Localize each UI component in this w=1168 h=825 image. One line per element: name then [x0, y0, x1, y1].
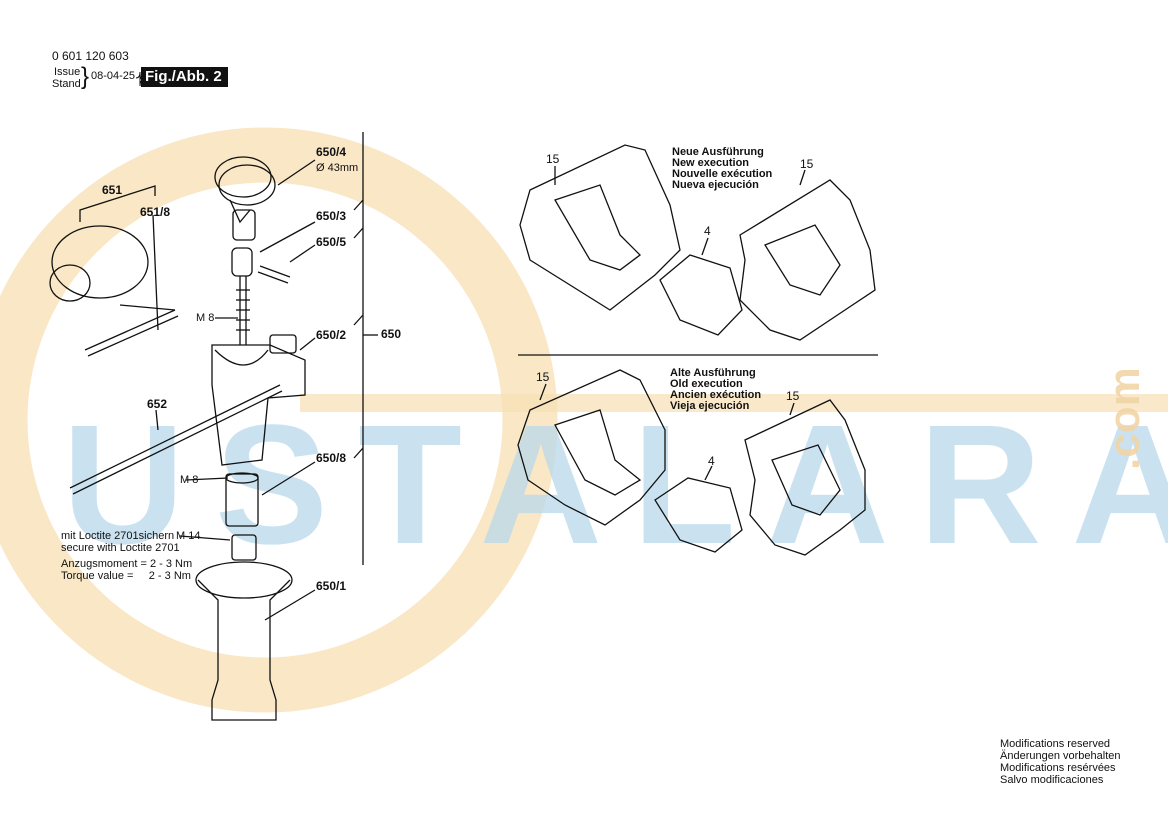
label-650-5: 650/5: [316, 235, 347, 249]
old-exec-en: Old execution: [670, 378, 743, 390]
label-15-new-left: 15: [546, 152, 560, 166]
old-exec-es: Vieja ejecución: [670, 400, 750, 412]
watermark-brand: USTALARA: [62, 390, 1168, 580]
label-652: 652: [147, 397, 168, 411]
label-650-4-spec: Ø 43mm: [316, 162, 359, 174]
new-exec-de: Neue Ausführung: [672, 146, 764, 158]
label-651: 651: [102, 183, 123, 197]
label-15-old-right: 15: [786, 389, 800, 403]
label-650-4: 650/4: [316, 145, 347, 159]
footer-de: Änderungen vorbehalten: [1000, 750, 1121, 762]
issue-label: Issue: [54, 66, 81, 78]
footer-fr: Modifications resérvées: [1000, 762, 1116, 774]
label-650-1: 650/1: [316, 579, 347, 593]
issue-date: 08-04-25: [91, 70, 136, 82]
new-exec-es: Nueva ejecución: [672, 179, 759, 191]
label-650-2: 650/2: [316, 328, 347, 342]
note-loctite-de: mit Loctite 2701sichern: [61, 530, 175, 542]
label-4-old: 4: [708, 454, 715, 468]
note-torque-de: Anzugsmoment = 2 - 3 Nm: [61, 558, 193, 570]
footer-en: Modifications reserved: [1000, 738, 1111, 750]
brace-glyph: }: [81, 63, 90, 90]
label-4-new: 4: [704, 224, 711, 238]
label-650-8: 650/8: [316, 451, 347, 465]
old-exec-fr: Ancien exécution: [670, 389, 762, 401]
label-m8-bottom: M 8: [180, 474, 199, 486]
label-m8-top: M 8: [196, 312, 215, 324]
note-loctite-en: secure with Loctite 2701: [61, 542, 180, 554]
label-650-3: 650/3: [316, 209, 347, 223]
footer-es: Salvo modificaciones: [1000, 774, 1104, 786]
stand-label: Stand: [52, 78, 81, 90]
figure-badge: Fig./Abb. 2: [141, 67, 228, 87]
label-m14: M 14: [176, 530, 201, 542]
new-exec-fr: Nouvelle exécution: [672, 168, 773, 180]
note-torque-en: Torque value = 2 - 3 Nm: [61, 570, 191, 582]
label-15-old-left: 15: [536, 370, 550, 384]
label-650: 650: [381, 327, 402, 341]
old-exec-de: Alte Ausführung: [670, 367, 756, 379]
part-number: 0 601 120 603: [52, 49, 129, 63]
label-651-8: 651/8: [140, 205, 171, 219]
label-15-new-right: 15: [800, 157, 814, 171]
new-exec-en: New execution: [672, 157, 750, 169]
